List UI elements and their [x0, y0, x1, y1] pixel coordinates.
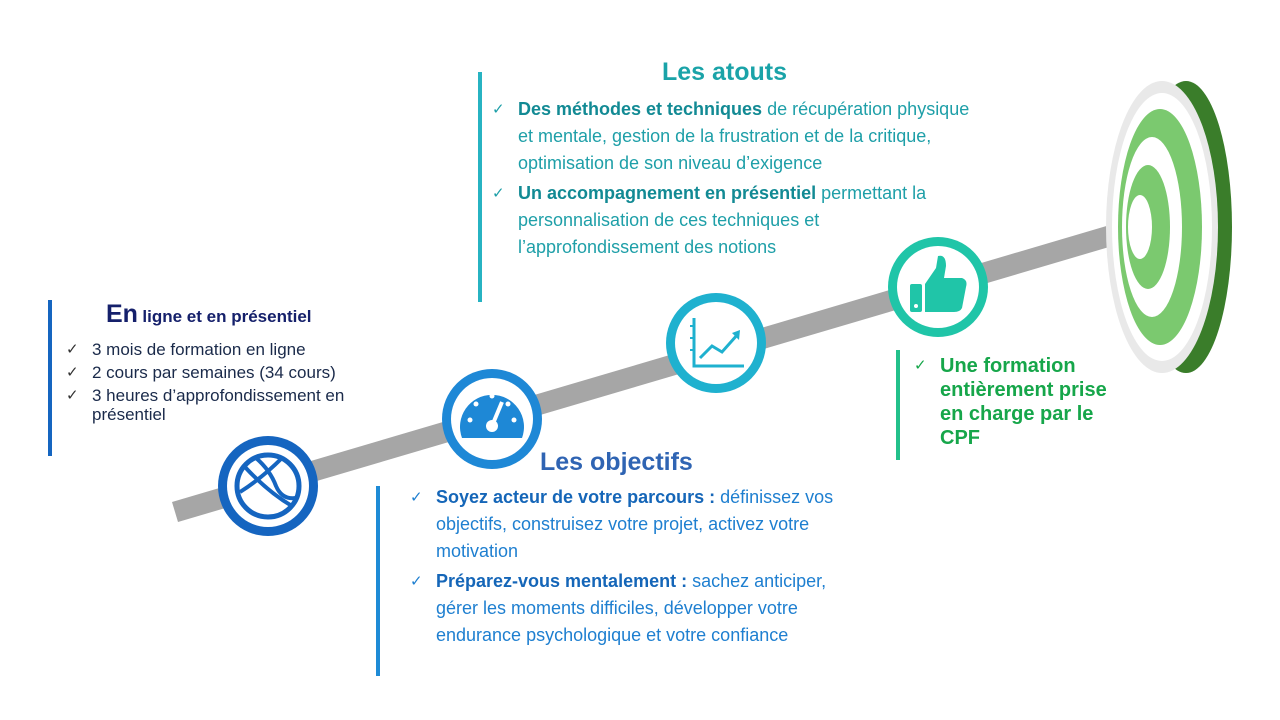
list-item: ✓Préparez-vous mentalement : sachez anti… — [406, 568, 856, 649]
list-item: ✓3 mois de formation en ligne — [66, 340, 306, 359]
section-title: Les atouts — [662, 58, 788, 86]
features-list: ✓3 mois de formation en ligne ✓2 cours p… — [62, 340, 392, 428]
section-title: En ligne et en présentiel — [106, 300, 312, 329]
check-icon: ✓ — [66, 387, 79, 404]
title-rest: ligne et en présentiel — [142, 307, 312, 326]
section-accent-bar — [478, 72, 482, 302]
section-accent-bar — [48, 300, 52, 456]
objectives-list: ✓Soyez acteur de votre parcours : défini… — [406, 484, 856, 652]
basketball-icon — [218, 436, 318, 536]
list-item: ✓Une formation entièrement prise en char… — [914, 355, 1107, 449]
assets-list: ✓Des méthodes et techniques de récupérat… — [488, 96, 976, 264]
list-item: ✓Soyez acteur de votre parcours : défini… — [406, 484, 856, 565]
check-icon: ✓ — [492, 101, 505, 118]
growth-chart-icon — [666, 293, 766, 393]
target-icon — [1106, 81, 1232, 373]
list-item: ✓2 cours par semaines (34 cours) — [66, 363, 336, 382]
check-icon: ✓ — [914, 357, 927, 374]
list-item: ✓Un accompagnement en présentiel permett… — [488, 180, 976, 261]
section-title: Les objectifs — [540, 448, 693, 476]
check-icon: ✓ — [66, 341, 79, 358]
check-icon: ✓ — [410, 489, 423, 506]
check-icon: ✓ — [492, 185, 505, 202]
title-big-word: En — [106, 300, 138, 328]
cpf-funding-section: ✓Une formation entièrement prise en char… — [896, 350, 1116, 460]
assets-section: Les atouts ✓Des méthodes et techniques d… — [478, 58, 978, 304]
list-item: ✓3 heures d’approfondissement en présent… — [66, 386, 345, 424]
speedometer-icon — [442, 369, 542, 469]
thumbs-up-icon — [888, 237, 988, 337]
section-accent-bar — [376, 486, 380, 676]
section-accent-bar — [896, 350, 900, 460]
online-and-in-person-section: En ligne et en présentiel ✓3 mois de for… — [48, 300, 388, 456]
check-icon: ✓ — [66, 364, 79, 381]
funding-list: ✓Une formation entièrement prise en char… — [910, 354, 1110, 450]
objectives-section: Les objectifs ✓Soyez acteur de votre par… — [376, 448, 856, 678]
check-icon: ✓ — [410, 573, 423, 590]
list-item: ✓Des méthodes et techniques de récupérat… — [488, 96, 976, 177]
